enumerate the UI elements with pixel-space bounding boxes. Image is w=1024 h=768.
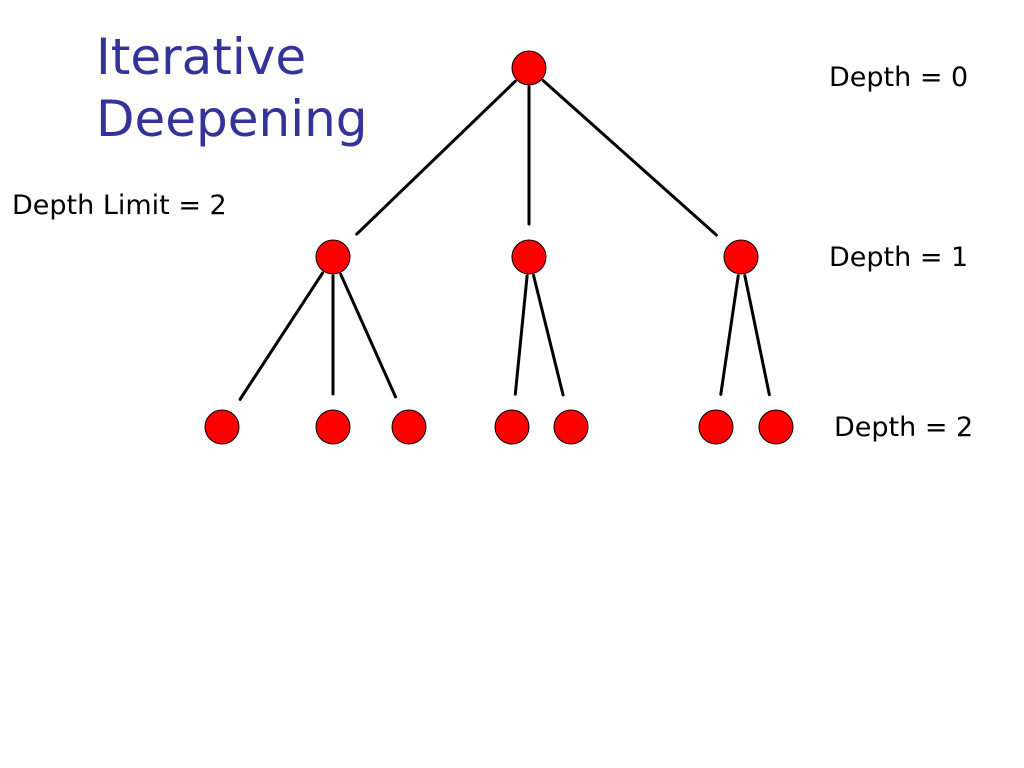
tree-node-a2 (315, 409, 351, 445)
tree-node-b1 (494, 409, 530, 445)
slide-title: Iterative Deepening (96, 26, 368, 150)
tree-edge-root-c (541, 79, 718, 237)
tree-edge-a-a3 (339, 272, 398, 399)
slide-title-line-1: Iterative (96, 28, 307, 86)
tree-node-c2 (758, 409, 794, 445)
tree-edge-root-a (355, 79, 517, 236)
tree-edge-a-a1 (238, 271, 325, 401)
tree-node-a1 (204, 409, 240, 445)
tree-node-a3 (391, 409, 427, 445)
tree-edge-b-b1 (513, 274, 529, 396)
tree-edge-c-c2 (743, 274, 771, 397)
slide-title-line-2: Deepening (96, 90, 368, 148)
depth-0-label: Depth = 0 (829, 62, 969, 93)
tree-edge-c-c1 (719, 274, 740, 396)
depth-2-label: Depth = 2 (834, 412, 974, 443)
tree-node-b (511, 239, 547, 275)
tree-node-c (723, 239, 759, 275)
tree-node-a (315, 239, 351, 275)
tree-edge-b-b2 (532, 273, 565, 397)
tree-node-c1 (698, 409, 734, 445)
tree-node-b2 (553, 409, 589, 445)
depth-limit-label: Depth Limit = 2 (12, 190, 227, 221)
tree-node-root (511, 50, 547, 86)
depth-1-label: Depth = 1 (829, 242, 969, 273)
